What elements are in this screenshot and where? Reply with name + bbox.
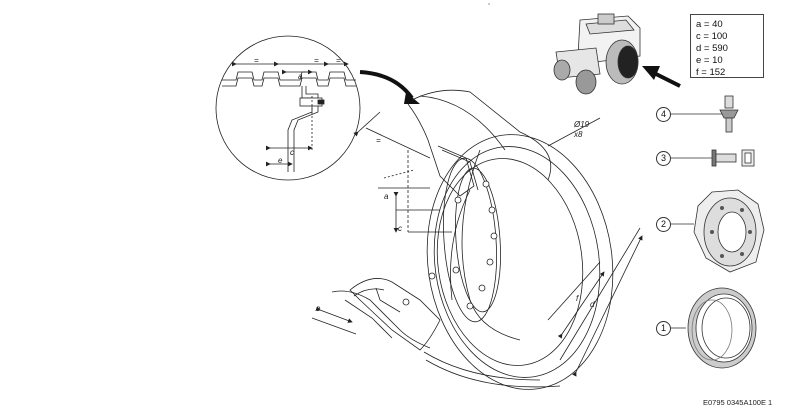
main-label-a: a — [384, 192, 389, 201]
part-number-1: 1 — [656, 321, 671, 336]
main-label-hole: Ø19 — [574, 120, 590, 129]
bolt-and-nut-drawing — [670, 149, 755, 167]
wheel-disc-drawing — [670, 189, 765, 273]
dimension-e: e = 10 — [696, 55, 723, 66]
rim-ring-drawing — [670, 287, 757, 369]
detail-label-eq2: = — [314, 56, 319, 65]
wheel-rim-drawing — [311, 89, 643, 390]
dimension-table: a = 40 c = 100 d = 590 e = 10 f = 152 — [690, 14, 764, 78]
dimension-a: a = 40 — [696, 19, 723, 30]
main-label-eq: = — [376, 136, 381, 145]
detail-label-eq1: = — [254, 56, 259, 65]
detail-circle — [215, 35, 361, 181]
main-label-e: e — [316, 304, 321, 313]
detail-label-eq3: = — [336, 56, 341, 65]
drawing-reference: E0795 0345A100E 1 — [703, 398, 773, 407]
part-number-3: 3 — [656, 151, 671, 166]
detail-label-a: a — [298, 72, 303, 81]
dimension-c: c = 100 — [696, 31, 728, 42]
tractor-thumbnail — [553, 13, 641, 95]
dimension-f: f = 152 — [696, 67, 726, 78]
main-label-f: f — [576, 294, 579, 303]
dimension-d: d = 590 — [696, 43, 728, 54]
detail-pointer-arrow — [359, 70, 414, 100]
stud-bolt-drawing — [670, 95, 739, 133]
part-number-4: 4 — [656, 107, 671, 122]
wheel-pointer-arrow — [651, 70, 681, 88]
main-label-c: c — [398, 224, 402, 233]
main-label-count: x8 — [574, 130, 583, 139]
detail-label-c: c — [290, 148, 294, 157]
detail-label-e: e — [278, 156, 283, 165]
main-label-d: d — [590, 300, 595, 309]
part-number-2: 2 — [656, 217, 671, 232]
